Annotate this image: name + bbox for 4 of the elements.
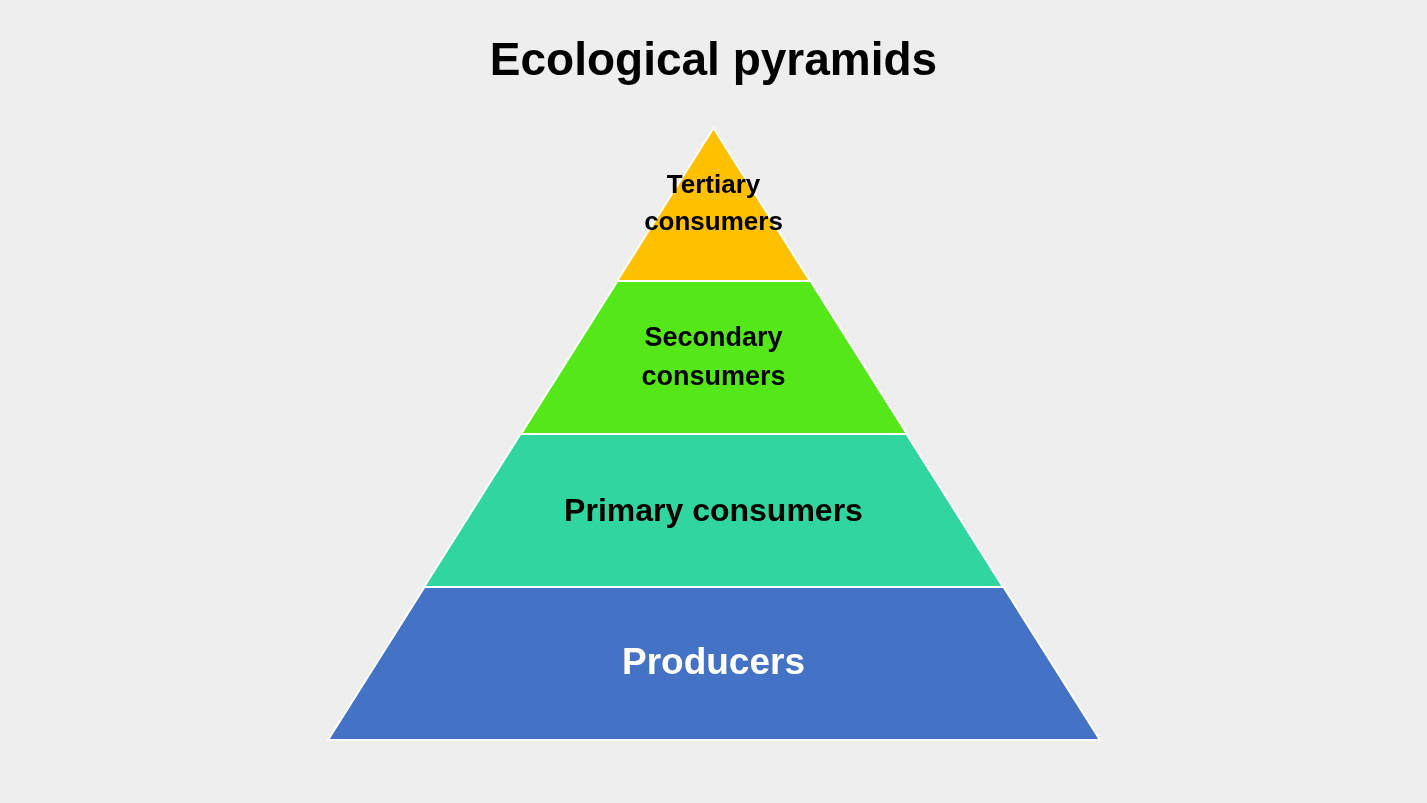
tier-label: Producers	[621, 640, 806, 684]
tier-label: Primary consumers	[563, 491, 864, 530]
diagram-title: Ecological pyramids	[489, 33, 938, 85]
tier-label: Secondary consumers	[640, 321, 787, 393]
